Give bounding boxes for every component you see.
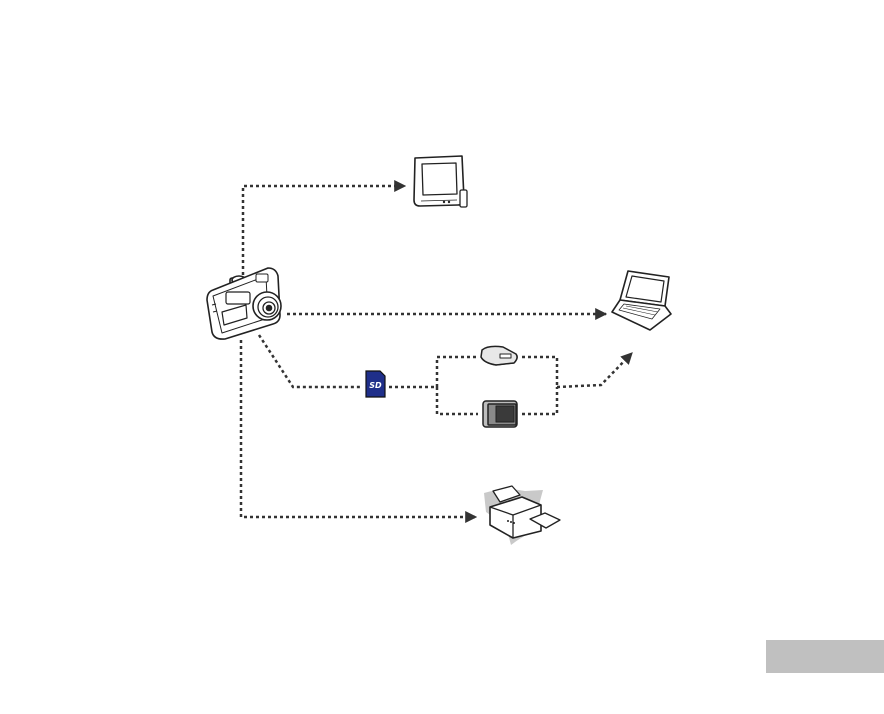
connector-to-card-slot bbox=[437, 387, 478, 414]
card-reader-icon bbox=[481, 346, 517, 365]
card-slot-icon bbox=[483, 401, 517, 427]
connector-camera-to-tv bbox=[243, 186, 405, 275]
connector-card-slot-to-merge bbox=[522, 387, 557, 414]
connection-lines bbox=[241, 186, 632, 517]
connector-camera-to-printer bbox=[241, 340, 476, 517]
connector-camera-to-sd-card bbox=[259, 335, 362, 387]
laptop-icon bbox=[612, 271, 671, 330]
connector-card-reader-to-merge bbox=[522, 357, 557, 387]
sd-card-icon: SD bbox=[366, 371, 385, 397]
printer-icon bbox=[484, 486, 560, 545]
connector-to-card-reader bbox=[437, 357, 478, 387]
sd-card-label: SD bbox=[369, 381, 382, 390]
connector-merge-to-computer bbox=[557, 353, 632, 387]
digital-camera-icon bbox=[207, 268, 281, 339]
page-number-tab bbox=[766, 640, 884, 673]
television-icon bbox=[414, 156, 467, 207]
